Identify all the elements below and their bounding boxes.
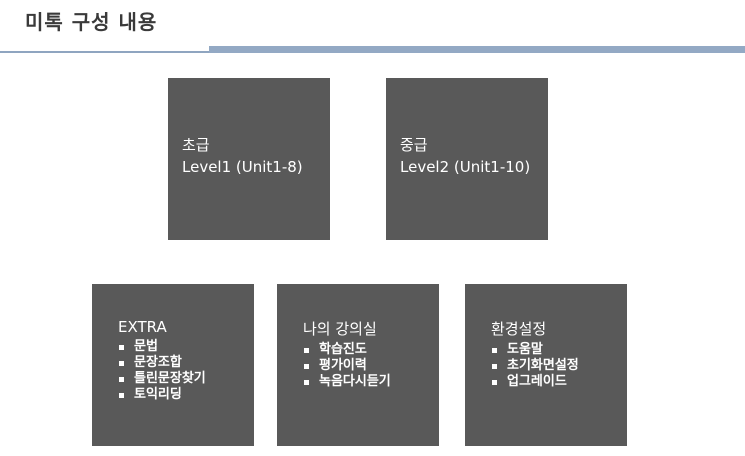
- menu-item[interactable]: 학습진도: [303, 342, 439, 358]
- bullet-icon: [119, 360, 124, 366]
- level-name: 중급: [400, 136, 428, 154]
- bullet-icon: [304, 363, 309, 369]
- level-range: Level2 (Unit1-10): [400, 158, 531, 176]
- menu-item[interactable]: 초기화면설정: [491, 358, 627, 374]
- menu-item-label: 토익리딩: [134, 387, 182, 402]
- level-box-beginner[interactable]: 초급 Level1 (Unit1-8): [168, 78, 330, 240]
- menu-item[interactable]: 업그레이드: [491, 374, 627, 390]
- menu-item[interactable]: 틀린문장찾기: [118, 371, 254, 387]
- menu-box-settings: 환경설정 도움말 초기화면설정 업그레이드: [465, 284, 627, 446]
- bullet-icon: [119, 392, 124, 398]
- menu-item-label: 녹음다시듣기: [319, 374, 391, 389]
- menu-box-my-classroom: 나의 강의실 학습진도 평가이력 녹음다시듣기: [277, 284, 439, 446]
- level-box-intermediate[interactable]: 중급 Level2 (Unit1-10): [386, 78, 548, 240]
- menu-item[interactable]: 토익리딩: [118, 387, 254, 403]
- bullet-icon: [119, 376, 124, 382]
- menu-item-label: 문장조합: [134, 355, 182, 370]
- menu-item-label: 평가이력: [319, 358, 367, 373]
- menu-head: 나의 강의실: [303, 320, 377, 338]
- menu-head: 환경설정: [491, 320, 547, 338]
- menu-item-label: 틀린문장찾기: [134, 371, 206, 386]
- menu-item[interactable]: 평가이력: [303, 358, 439, 374]
- menu-box-extra: EXTRA 문법 문장조합 틀린문장찾기 토익리딩: [92, 284, 254, 446]
- menu-item-label: 업그레이드: [507, 374, 567, 389]
- level-range: Level1 (Unit1-8): [182, 158, 303, 176]
- menu-item[interactable]: 문법: [118, 339, 254, 355]
- level-name: 초급: [182, 136, 210, 154]
- menu-item-label: 초기화면설정: [507, 358, 579, 373]
- bullet-icon: [119, 344, 124, 350]
- menu-item[interactable]: 도움말: [491, 342, 627, 358]
- menu-item-label: 학습진도: [319, 342, 367, 357]
- menu-item-label: 도움말: [507, 342, 543, 357]
- bullet-icon: [304, 347, 309, 353]
- bullet-icon: [492, 363, 497, 369]
- page-title: 미톡 구성 내용: [25, 10, 158, 34]
- header-bar: [209, 46, 745, 53]
- bullet-icon: [304, 379, 309, 385]
- menu-item[interactable]: 녹음다시듣기: [303, 374, 439, 390]
- bullet-icon: [492, 379, 497, 385]
- bullet-icon: [492, 347, 497, 353]
- menu-item[interactable]: 문장조합: [118, 355, 254, 371]
- menu-item-label: 문법: [134, 339, 158, 354]
- title-underline: [0, 51, 209, 53]
- menu-head: EXTRA: [118, 318, 167, 336]
